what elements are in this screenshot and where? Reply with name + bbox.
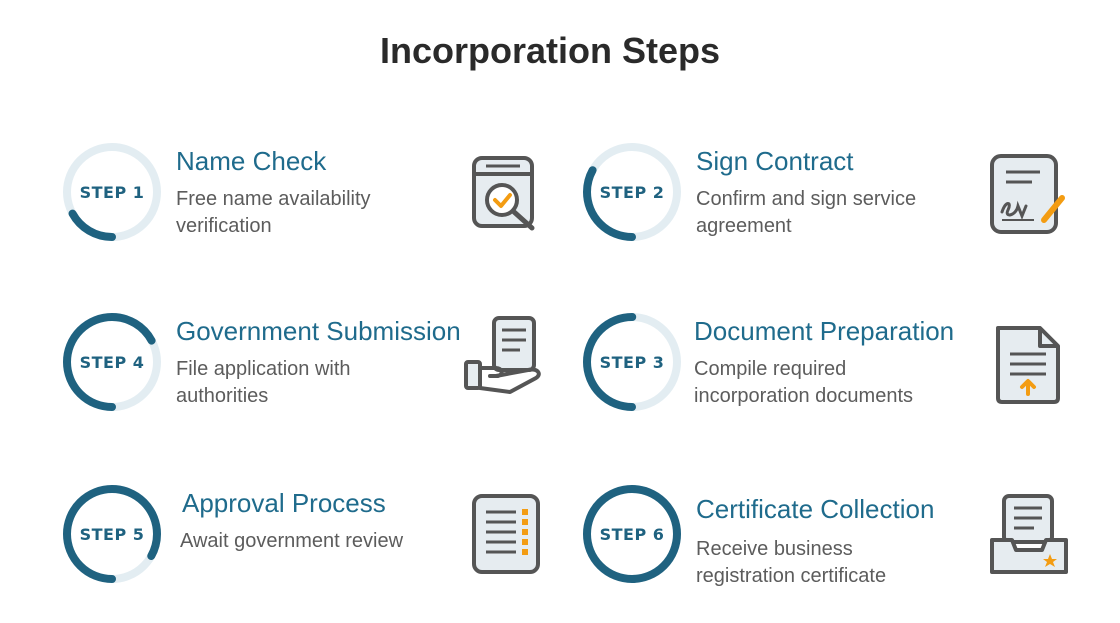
- step-card-3: STEP 3 Document Preparation Compile requ…: [580, 310, 1100, 430]
- hand-document-icon: [462, 312, 552, 402]
- document-upload-icon: [984, 320, 1074, 410]
- progress-ring: [60, 310, 164, 414]
- step-description: Receive business registration certificat…: [696, 538, 887, 587]
- step-description: Await government review: [180, 530, 404, 552]
- certificate-tray-icon: [984, 490, 1074, 580]
- step-title: Government Submission: [176, 316, 461, 346]
- step-badge: STEP 3: [599, 352, 665, 372]
- step-badge: STEP 4: [79, 352, 145, 372]
- step-title: Document Preparation: [694, 316, 955, 346]
- step-title: Certificate Collection: [696, 494, 935, 524]
- progress-ring: [580, 482, 684, 586]
- step-description: Free name availability verification: [176, 188, 371, 237]
- progress-ring: [60, 482, 164, 586]
- search-check-icon: [462, 150, 552, 240]
- step-description: Confirm and sign service agreement: [696, 188, 917, 237]
- progress-ring: [60, 140, 164, 244]
- checklist-icon: [462, 490, 552, 580]
- step-card-4: STEP 4 Government Submission File applic…: [60, 310, 580, 430]
- contract-sign-icon: [982, 150, 1072, 240]
- step-badge: STEP 6: [599, 524, 665, 544]
- progress-ring: [580, 310, 684, 414]
- step-title: Sign Contract: [696, 146, 854, 176]
- step-card-6: STEP 6 Certificate Collection Receive bu…: [580, 482, 1100, 602]
- step-title: Approval Process: [182, 488, 386, 518]
- step-title: Name Check: [176, 146, 327, 176]
- step-badge: STEP 5: [79, 524, 145, 544]
- step-description: Compile required incorporation documents: [694, 358, 914, 407]
- step-card-5: STEP 5 Approval Process Await government…: [60, 482, 580, 602]
- progress-ring: [580, 140, 684, 244]
- step-card-2: STEP 2 Sign Contract Confirm and sign se…: [580, 140, 1100, 260]
- page-title: Incorporation Steps: [379, 30, 721, 71]
- step-description: File application with authorities: [176, 358, 351, 407]
- step-badge: STEP 1: [79, 182, 145, 202]
- step-card-1: STEP 1 Name Check Free name availability…: [60, 140, 580, 260]
- step-badge: STEP 2: [599, 182, 665, 202]
